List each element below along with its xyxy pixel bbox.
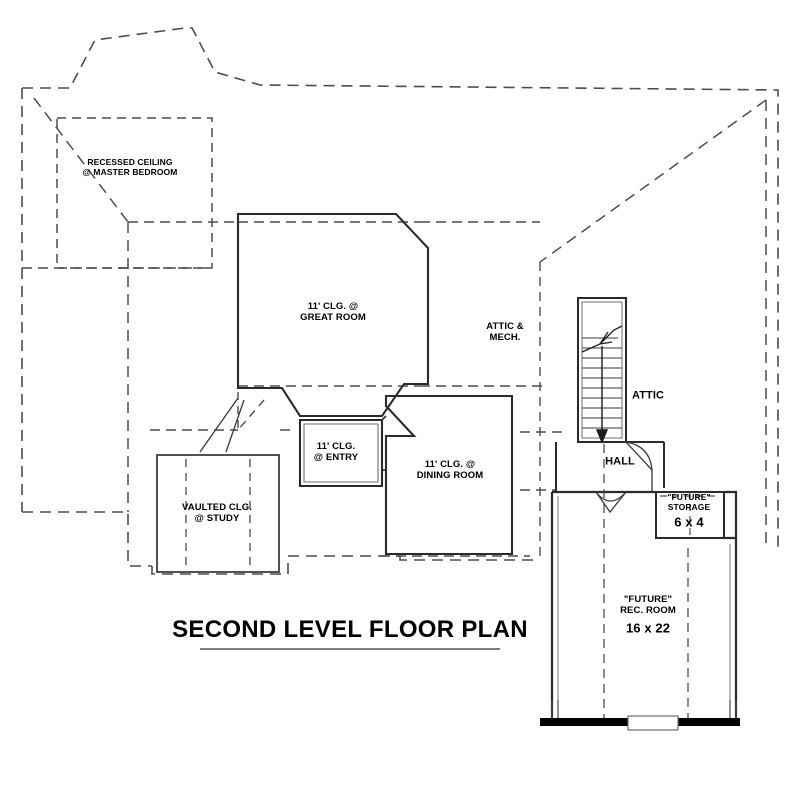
door-arc-hall-lower bbox=[595, 491, 627, 502]
study-ceiling-lines-dashed bbox=[185, 459, 251, 568]
stair-break-line bbox=[581, 325, 623, 353]
label-hall: HALL bbox=[605, 455, 635, 468]
door-arc-attic bbox=[625, 441, 653, 471]
rec-room-bottom-wall bbox=[540, 715, 740, 731]
title-underline-rule bbox=[200, 648, 500, 650]
label-great-room: 11' CLG. @ GREAT ROOM bbox=[300, 300, 366, 323]
entry-side-notch-dashed bbox=[237, 392, 265, 431]
future-rec-room-inner-wall-lines bbox=[557, 496, 731, 718]
recessed-ceiling-master-bedroom-outline bbox=[56, 117, 213, 269]
entry-dining-connector bbox=[381, 415, 387, 471]
label-entry: 11' CLG. @ ENTRY bbox=[313, 440, 359, 463]
ceiling-break-lines-dashed bbox=[22, 221, 566, 557]
label-attic: ATTIC bbox=[631, 389, 665, 402]
entry-walls bbox=[298, 418, 384, 488]
study-vault-lines bbox=[199, 397, 245, 453]
hip-line-upper-left bbox=[33, 97, 129, 223]
page-title: SECOND LEVEL FLOOR PLAN bbox=[172, 616, 528, 643]
future-storage-inner-dashed bbox=[660, 492, 720, 538]
hip-line-upper-right bbox=[539, 99, 767, 263]
label-future-storage-dimensions: 6 x 4 bbox=[674, 514, 704, 530]
label-study: VAULTED CLG. @ STUDY bbox=[182, 501, 252, 524]
rec-room-window-opening bbox=[627, 715, 679, 731]
stair-direction-arrow bbox=[595, 346, 609, 444]
label-future-storage: "FUTURE" STORAGE bbox=[667, 491, 711, 512]
dining-room-walls bbox=[384, 394, 514, 556]
rec-room-bottom-wall-stubs bbox=[551, 700, 737, 718]
study-walls bbox=[156, 454, 280, 573]
label-future-rec-room: "FUTURE" REC. ROOM bbox=[620, 593, 676, 616]
great-room-walls bbox=[236, 212, 430, 418]
label-recessed-ceiling-master-bedroom: RECESSED CEILING @ MASTER BEDROOM bbox=[82, 156, 178, 177]
future-rec-room-ceiling-lines-dashed bbox=[603, 444, 689, 722]
roof-hip-lines-dashed bbox=[33, 97, 767, 548]
hall-door-swing-arcs bbox=[595, 441, 653, 514]
label-future-rec-room-dimensions: 16 x 22 bbox=[625, 620, 671, 636]
label-dining-room: 11' CLG. @ DINING ROOM bbox=[416, 458, 484, 481]
roof-outline-dashed bbox=[21, 27, 779, 575]
label-attic-and-mech: ATTIC & MECH. bbox=[486, 320, 524, 343]
